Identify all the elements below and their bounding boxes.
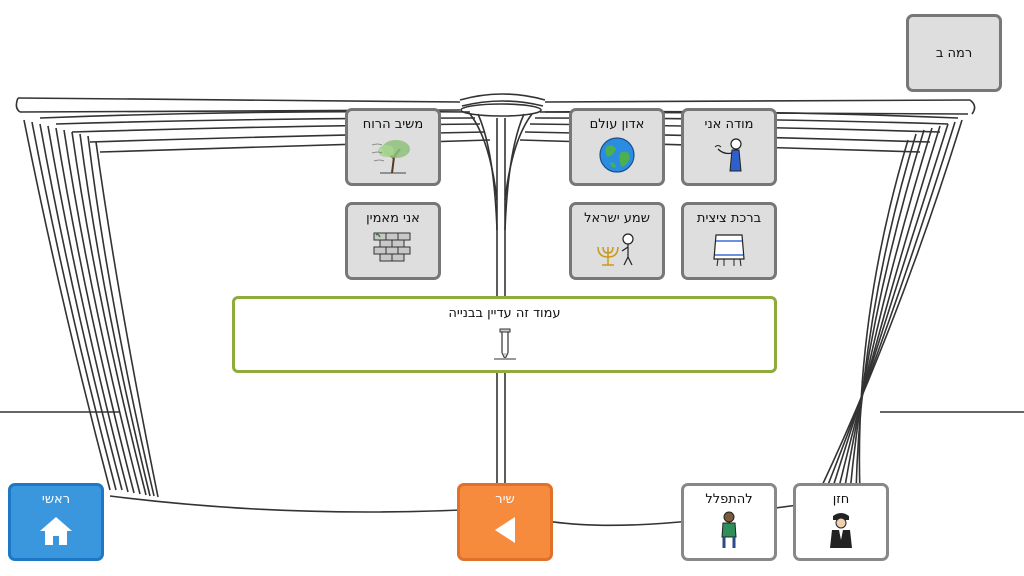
- tallit-icon: [706, 229, 752, 269]
- home-icon: [38, 515, 74, 551]
- home-button[interactable]: ראשי: [8, 483, 104, 561]
- person-gesturing-icon: [706, 135, 752, 175]
- song-back-button[interactable]: שיר: [457, 483, 553, 561]
- tile-lehitpalel-label: להתפלל: [705, 492, 753, 507]
- windy-tree-icon: [370, 135, 416, 175]
- tile-moda-ani[interactable]: מודה אני: [681, 108, 777, 186]
- tile-lehitpalel[interactable]: להתפלל: [681, 483, 777, 561]
- level-b-button[interactable]: רמה ב: [906, 14, 1002, 92]
- cantor-icon: [818, 510, 864, 550]
- globe-icon: [594, 135, 640, 175]
- tile-adon-olam-label: אדון עולם: [589, 117, 645, 132]
- under-construction-icon: [490, 327, 520, 365]
- tile-moda-ani-label: מודה אני: [704, 117, 754, 132]
- home-label: ראשי: [41, 492, 71, 507]
- tile-ani-maamin-label: אני מאמין: [366, 211, 420, 226]
- tile-chazan-label: חזן: [832, 492, 850, 507]
- tile-shema-yisrael[interactable]: שמע ישראל: [569, 202, 665, 280]
- tile-birkat-tzitzit[interactable]: ברכת ציצית: [681, 202, 777, 280]
- tile-mashiv-haruach[interactable]: משיב הרוח: [345, 108, 441, 186]
- under-construction-banner: עמוד זה עדיין בבנייה: [232, 296, 777, 373]
- western-wall-icon: [370, 229, 416, 269]
- tile-adon-olam[interactable]: אדון עולם: [569, 108, 665, 186]
- praying-boy-icon: [706, 510, 752, 550]
- tile-birkat-tzitzit-label: ברכת ציצית: [696, 211, 762, 226]
- tile-mashiv-haruach-label: משיב הרוח: [362, 117, 424, 132]
- back-arrow-icon: [493, 515, 517, 549]
- song-label: שיר: [495, 492, 515, 507]
- tile-shema-yisrael-label: שמע ישראל: [584, 211, 650, 226]
- level-b-label: רמה ב: [935, 45, 973, 61]
- tile-chazan[interactable]: חזן: [793, 483, 889, 561]
- menorah-person-icon: [594, 229, 640, 269]
- under-construction-label: עמוד זה עדיין בבנייה: [448, 306, 561, 321]
- tile-ani-maamin[interactable]: אני מאמין: [345, 202, 441, 280]
